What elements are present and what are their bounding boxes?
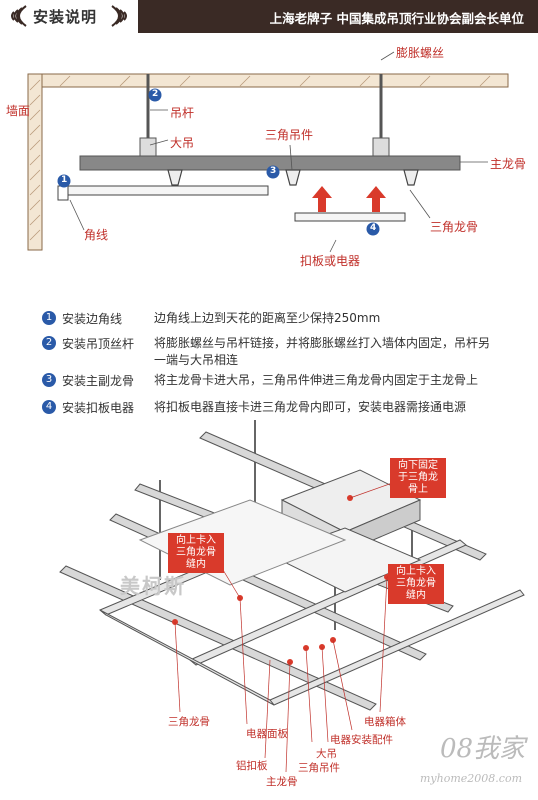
step-num: 4 bbox=[42, 400, 56, 414]
callout-fix-down: 向下固定于三角龙骨上 bbox=[390, 458, 446, 498]
arrow-up-2 bbox=[366, 186, 386, 212]
marker-2 bbox=[148, 88, 162, 102]
marker-1-label: 1 bbox=[61, 175, 68, 185]
big-hanger-right bbox=[372, 137, 390, 159]
step-num: 3 bbox=[42, 373, 56, 387]
marker-1 bbox=[57, 174, 71, 188]
marker-3-label: 3 bbox=[270, 166, 277, 176]
ceiling-slab bbox=[39, 73, 509, 88]
site-watermark-logo: 08我家 bbox=[440, 734, 526, 764]
header-title-area: 安装说明 bbox=[0, 0, 138, 33]
site-watermark-url: myhome2008.com bbox=[420, 772, 522, 785]
ornament-right-icon bbox=[111, 5, 127, 27]
step-name: 安装边角线 bbox=[62, 312, 123, 326]
step-num: 1 bbox=[42, 311, 56, 325]
label-expansion-screw: 膨胀螺丝 bbox=[396, 46, 445, 60]
tri-hanger-1 bbox=[167, 169, 183, 186]
label-appliance-box: 电器箱体 bbox=[364, 716, 406, 728]
brand-watermark: 美柯斯 bbox=[120, 574, 186, 598]
header-bar: 安装说明 上海老牌子 中国集成吊顶行业协会副会长单位 bbox=[0, 0, 538, 33]
marker-4 bbox=[366, 222, 380, 236]
step-name: 安装主副龙骨 bbox=[62, 374, 135, 388]
triangle-keel-left bbox=[67, 185, 269, 196]
callout-clip-up-right: 向上卡入三角龙骨缝内 bbox=[388, 564, 444, 604]
label-rod: 吊杆 bbox=[170, 106, 195, 120]
label-main-keel-bottom: 主龙骨 bbox=[266, 776, 298, 788]
page-title: 安装说明 bbox=[33, 8, 98, 26]
marker-4-label: 4 bbox=[370, 223, 377, 233]
arrow-up-1 bbox=[312, 186, 332, 212]
step-desc: 将扣板电器直接卡进三角龙骨内即可，安装电器需接通电源 bbox=[154, 400, 467, 414]
step-name: 安装吊顶丝杆 bbox=[62, 337, 135, 351]
label-triangle-keel-bottom: 三角龙骨 bbox=[168, 716, 210, 728]
label-big-hanger: 大吊 bbox=[170, 136, 195, 150]
step-desc: 边角线上边到天花的距离至少保持250mm bbox=[154, 311, 381, 325]
label-triangle-hanger-bottom: 三角吊件 bbox=[298, 762, 340, 774]
callout-clip-up-left: 向上卡入三角龙骨缝内 bbox=[168, 533, 224, 573]
corner-line bbox=[57, 185, 69, 201]
label-triangle-hanger: 三角吊件 bbox=[265, 128, 314, 142]
installation-isometric-diagram bbox=[59, 420, 525, 773]
tri-hanger-3 bbox=[403, 169, 419, 186]
step-desc: 将主龙骨卡进大吊，三角吊件伸进三角龙骨内固定于主龙骨上 bbox=[154, 373, 479, 387]
label-wall: 墙面 bbox=[6, 104, 31, 118]
label-main-keel: 主龙骨 bbox=[490, 157, 527, 171]
label-big-hanger-bottom: 大吊 bbox=[316, 748, 337, 760]
label-aluminum-panel: 铝扣板 bbox=[236, 760, 268, 772]
step-desc: 将膨胀螺丝与吊杆链接，并将膨胀螺丝打入墙体内固定，吊杆另一端与大吊相连 bbox=[154, 336, 491, 367]
step-name: 安装扣板电器 bbox=[62, 401, 135, 415]
header-subtitle: 上海老牌子 中国集成吊顶行业协会副会长单位 bbox=[269, 11, 524, 26]
step-num: 2 bbox=[42, 336, 56, 350]
label-appliance-fitting: 电器安装配件 bbox=[330, 734, 393, 746]
label-triangle-keel: 三角龙骨 bbox=[430, 220, 479, 234]
big-hanger-left bbox=[139, 137, 157, 159]
marker-3 bbox=[266, 165, 280, 179]
panel-rect bbox=[294, 212, 406, 222]
label-appliance-panel: 电器面板 bbox=[246, 728, 288, 740]
label-panel-or-appliance: 扣板或电器 bbox=[300, 254, 361, 268]
label-corner-line: 角线 bbox=[84, 228, 109, 242]
ornament-left-icon bbox=[11, 5, 27, 27]
installation-side-diagram bbox=[27, 51, 509, 253]
marker-2-label: 2 bbox=[152, 89, 159, 99]
tri-hanger-2 bbox=[285, 169, 301, 186]
